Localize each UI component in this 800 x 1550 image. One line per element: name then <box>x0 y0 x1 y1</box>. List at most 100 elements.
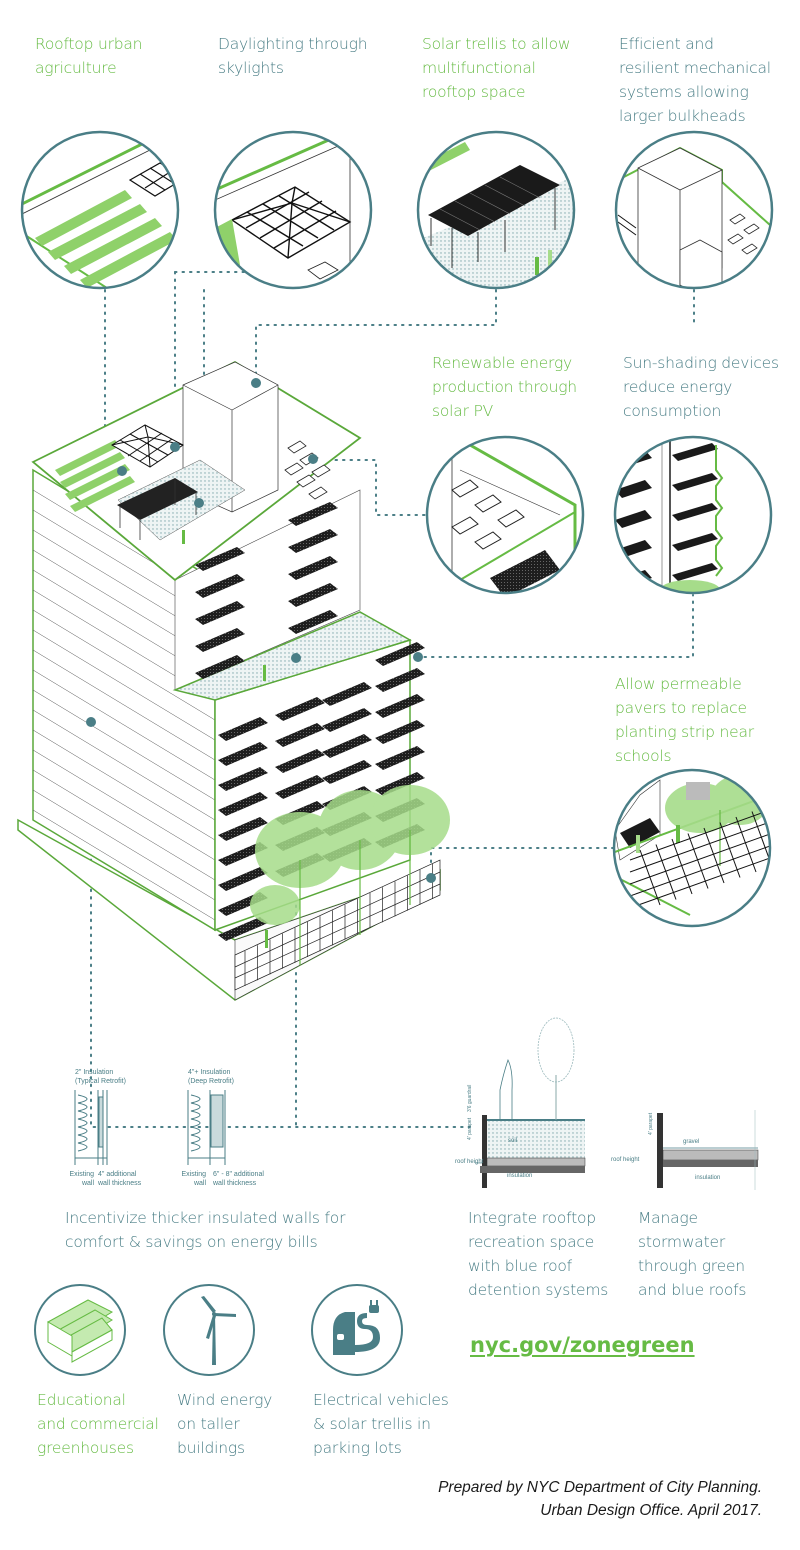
typical-existing-wall-label: Existing wall <box>62 1170 94 1188</box>
floor-line <box>32 629 216 741</box>
sunshade <box>375 642 425 666</box>
label-line: Solar trellis to allow <box>422 35 571 53</box>
label-line: consumption <box>623 402 722 420</box>
paver-line <box>629 857 770 909</box>
sunshade <box>672 533 718 551</box>
label-line: resilient mechanical <box>619 59 771 77</box>
sunshade <box>672 443 718 461</box>
caption-line: parking lots <box>313 1439 402 1457</box>
sunshade <box>615 510 652 528</box>
rooftop-farm <box>55 440 135 512</box>
sunshade <box>672 593 718 611</box>
deep-existing-wall-label: Existing wall <box>174 1170 206 1188</box>
detail-circle-frame <box>425 435 585 595</box>
sunshade <box>275 697 325 721</box>
caption-line: through green <box>638 1257 745 1275</box>
detail-skylight <box>215 133 352 288</box>
small-text: Existing <box>181 1171 206 1178</box>
detail-circle-frame <box>614 130 774 290</box>
deep-retrofit-title: 4"+ Insulation (Deep Retrofit) <box>188 1068 234 1086</box>
small-text: wall <box>193 1180 206 1187</box>
small-text: (Typical Retrofit) <box>75 1078 126 1085</box>
label-skylights: Daylighting through skylights <box>218 32 368 80</box>
paver-line <box>639 849 661 906</box>
caption-wind-energy: Wind energy on taller buildings <box>177 1388 272 1460</box>
sunshade <box>375 668 425 692</box>
caption-line: detention systems <box>468 1281 609 1299</box>
sunshade <box>195 574 245 598</box>
credit-line: Urban Design Office. April 2017. <box>540 1502 762 1519</box>
skylight-pyramid <box>111 424 184 468</box>
paver-line <box>719 822 741 878</box>
greenhouse-icon <box>46 1299 114 1363</box>
floor-line <box>32 709 216 821</box>
small-text: wall <box>81 1180 94 1187</box>
sunshade <box>218 917 268 941</box>
wall-section-typical <box>74 1090 108 1165</box>
sunshade <box>218 717 268 741</box>
label-line: pavers to replace <box>615 699 747 717</box>
caption-line: Integrate rooftop <box>468 1209 596 1227</box>
caption-electric-vehicles: Electrical vehicles & solar trellis in p… <box>313 1388 449 1460</box>
label-line: Sun-shading devices <box>623 354 779 372</box>
small-text: wall thickness <box>213 1180 257 1187</box>
detail-solar-pv <box>451 443 577 593</box>
label-permeable-pavers: Allow permeable pavers to replace planti… <box>615 672 754 768</box>
parapet-label-2: 4' parapet <box>648 1112 654 1135</box>
small-text: 2" Insulation <box>75 1069 114 1076</box>
sunshade <box>375 720 425 744</box>
label-line: Rooftop urban <box>35 35 143 53</box>
caption-line: Educational <box>37 1391 126 1409</box>
paver-line <box>629 809 770 861</box>
wall-section-deep <box>187 1090 226 1165</box>
label-line: rooftop space <box>422 83 526 101</box>
sunshade <box>218 767 268 791</box>
typical-additional-label: 4" additional wall thickness <box>98 1170 141 1188</box>
small-text: Existing <box>69 1171 94 1178</box>
sunshade <box>615 480 652 498</box>
caption-line: comfort & savings on energy bills <box>65 1233 318 1251</box>
ev-icon-frame <box>311 1284 403 1376</box>
floor-line <box>32 809 216 921</box>
sunshade <box>218 742 268 766</box>
parapet-label: 4' parapet <box>467 1117 473 1140</box>
small-text: wall thickness <box>98 1180 142 1187</box>
label-line: skylights <box>218 59 284 77</box>
label-line: larger bulkheads <box>619 107 746 125</box>
sunshade <box>672 563 718 581</box>
roof-height-label-2: roof height <box>611 1157 640 1163</box>
building-isometric <box>17 360 450 1001</box>
caption-line: Manage <box>638 1209 698 1227</box>
gravel-label: gravel <box>683 1139 700 1145</box>
sunshade <box>322 760 372 784</box>
caption-line: on taller <box>177 1415 240 1433</box>
caption-line: stormwater <box>638 1233 725 1251</box>
sunshade <box>375 746 425 770</box>
sunshade <box>375 772 425 796</box>
paver-line <box>671 838 693 895</box>
label-solar-pv: Renewable energy production through sola… <box>432 351 577 423</box>
credit-line: Prepared by NYC Department of City Plann… <box>438 1479 762 1496</box>
paver-line <box>703 827 725 884</box>
floor-line <box>32 769 216 881</box>
sunshade <box>195 628 245 652</box>
greenhouse-icon-frame <box>34 1284 126 1376</box>
typical-retrofit-title: 2" Insulation (Typical Retrofit) <box>75 1068 126 1086</box>
credit-note: Prepared by NYC Department of City Plann… <box>438 1476 762 1522</box>
label-line: schools <box>615 747 672 765</box>
caption-line: greenhouses <box>37 1439 134 1457</box>
paver-line <box>735 816 757 873</box>
label-line: Daylighting through <box>218 35 368 53</box>
sunshade <box>218 867 268 891</box>
caption-line: buildings <box>177 1439 245 1457</box>
sunshade <box>195 547 245 571</box>
paver-line <box>629 821 770 873</box>
floor-line <box>32 649 216 761</box>
zonegreen-link[interactable]: nyc.gov/zonegreen <box>470 1333 695 1357</box>
floor-line <box>32 789 216 901</box>
insulation-label: insulation <box>507 1173 533 1179</box>
paver-line <box>655 844 677 900</box>
floor-line <box>32 729 216 841</box>
caption-line: recreation space <box>468 1233 595 1251</box>
sunshade <box>218 792 268 816</box>
